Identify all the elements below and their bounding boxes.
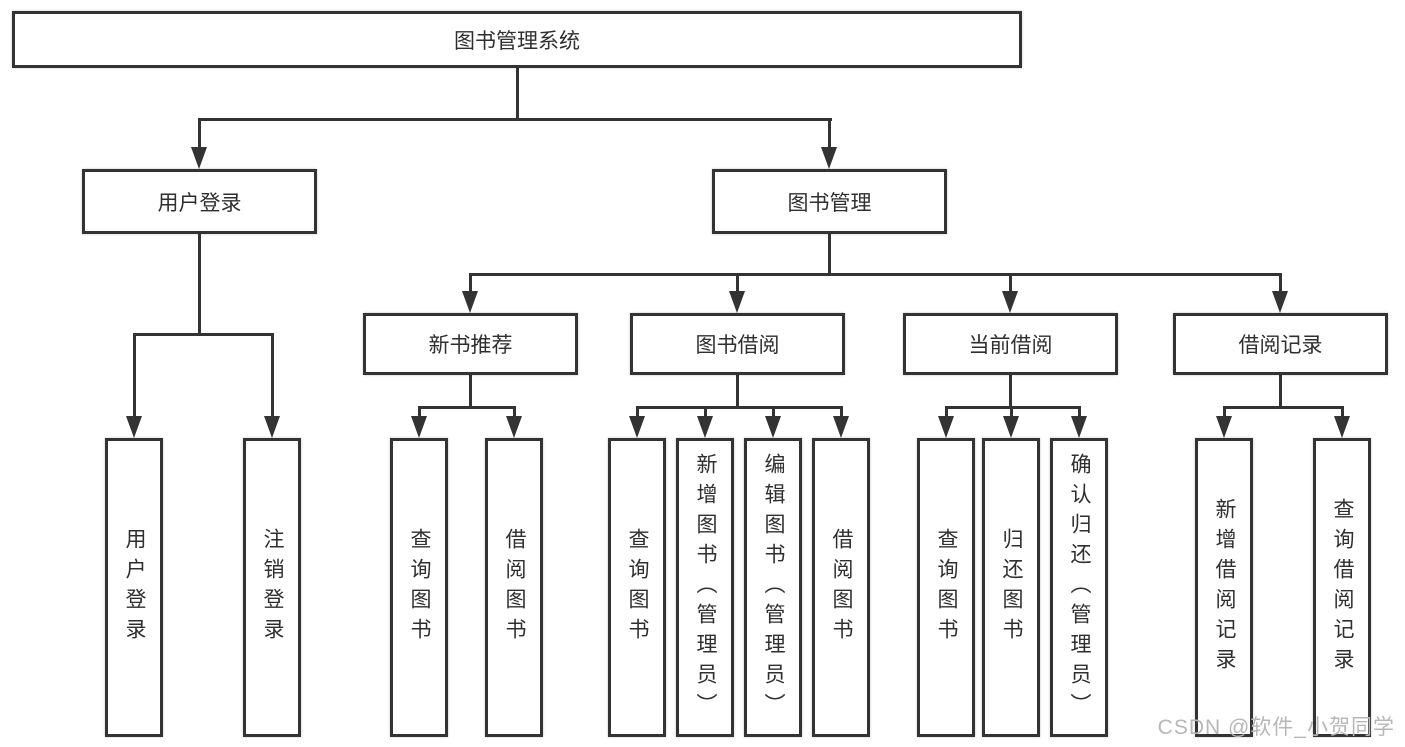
connector-login-stub [198,232,201,336]
connector-login-leaf2-drop [271,333,274,417]
watermark: CSDN @软件_小贺同学 [1157,716,1395,739]
arrow-down-icon [833,416,849,438]
arrow-down-icon [506,416,522,438]
leaf-user-login: 用户登录 [105,438,163,737]
arrow-down-icon [1216,416,1232,438]
connector-l3-drop-4 [1279,273,1282,293]
connector-sec4-leaf2-drop [1341,406,1344,418]
node-book-management-label: 图书管理 [787,191,872,215]
connector-management-stub [828,232,831,276]
leaf-borrow-books-recommend: 借阅图书 [485,438,543,737]
leaf-logout-label: 注销登录 [261,527,285,648]
connector-l3-drop-1 [469,273,472,293]
connector-root-stub [516,66,519,121]
arrow-down-icon [697,416,713,438]
leaf-borrow-books-recommend-label: 借阅图书 [503,527,527,648]
connector-sec3-leaf2-drop [1010,406,1013,418]
connector-sec4-split [1223,406,1344,409]
connector-sec4-leaf1-drop [1223,406,1226,418]
node-book-borrow-label: 图书借阅 [695,334,780,357]
arrow-down-icon [765,416,781,438]
connector-l3-drop-2 [736,273,739,293]
node-borrow-records-label: 借阅记录 [1238,334,1323,357]
connector-login-leaf1-drop [133,333,136,417]
leaf-return-book: 归还图书 [982,438,1040,737]
arrow-down-icon [1272,291,1288,313]
leaf-user-login-label: 用户登录 [123,527,147,648]
node-root-label: 图书管理系统 [454,29,580,53]
leaf-add-borrow-record-label: 新增借阅记录 [1213,497,1237,678]
connector-sec2-leaf4-drop [840,406,843,418]
leaf-add-borrow-record: 新增借阅记录 [1195,438,1253,737]
arrow-down-icon [126,416,142,438]
leaf-query-books-recommend: 查询图书 [390,438,448,737]
arrow-down-icon [629,416,645,438]
leaf-confirm-return-admin-label: 确认归还（管理员） [1068,452,1092,723]
connector-login-drop [198,118,201,149]
connector-sec2-leaf2-drop [704,406,707,418]
connector-level2-hline [198,118,832,121]
node-new-book-recommend-label: 新书推荐 [428,334,513,357]
connector-sec2-split [636,406,843,409]
connector-sec1-leaf2-drop [513,406,516,418]
connector-l3-drop-3 [1009,273,1012,293]
leaf-add-book-admin-label: 新增图书（管理员） [694,452,718,723]
connector-sec3-stub [1009,375,1012,409]
node-book-management: 图书管理 [712,169,947,234]
arrow-down-icon [1071,416,1087,438]
arrow-down-icon [1002,291,1018,313]
node-user-login-label: 用户登录 [157,191,242,215]
arrow-down-icon [1003,416,1019,438]
connector-login-split [133,333,274,336]
leaf-borrow-books: 借阅图书 [812,438,870,737]
node-new-book-recommend: 新书推荐 [363,313,578,375]
leaf-add-book-admin: 新增图书（管理员） [676,438,734,737]
arrow-down-icon [191,147,207,169]
arrow-down-icon [938,416,954,438]
node-current-borrow: 当前借阅 [903,313,1118,375]
arrow-down-icon [729,291,745,313]
connector-sec2-stub [736,375,739,409]
node-user-login: 用户登录 [82,169,317,234]
arrow-down-icon [411,416,427,438]
arrow-down-icon [1334,416,1350,438]
connector-sec3-split [945,406,1081,409]
leaf-return-book-label: 归还图书 [1000,527,1024,648]
leaf-logout: 注销登录 [243,438,301,737]
connector-sec2-leaf3-drop [772,406,775,418]
leaf-edit-book-admin: 编辑图书（管理员） [744,438,802,737]
leaf-query-borrow-record: 查询借阅记录 [1313,438,1371,737]
node-borrow-records: 借阅记录 [1173,313,1388,375]
connector-sec3-leaf1-drop [945,406,948,418]
arrow-down-icon [821,147,837,169]
connector-sec2-leaf1-drop [636,406,639,418]
connector-level3-hline [469,273,1282,276]
leaf-borrow-books-label: 借阅图书 [830,527,854,648]
arrow-down-icon [264,416,280,438]
node-current-borrow-label: 当前借阅 [968,334,1053,357]
node-root: 图书管理系统 [12,11,1022,68]
leaf-query-books-borrow: 查询图书 [608,438,666,737]
leaf-query-books-borrow-label: 查询图书 [626,527,650,648]
connector-sec1-split [418,406,516,409]
connector-management-drop [828,118,831,149]
arrow-down-icon [462,291,478,313]
leaf-query-borrow-record-label: 查询借阅记录 [1331,497,1355,678]
leaf-confirm-return-admin: 确认归还（管理员） [1050,438,1108,737]
connector-sec1-leaf1-drop [418,406,421,418]
node-book-borrow: 图书借阅 [630,313,845,375]
connector-sec1-stub [469,375,472,409]
leaf-query-books-current: 查询图书 [917,438,975,737]
leaf-query-books-recommend-label: 查询图书 [408,527,432,648]
leaf-query-books-current-label: 查询图书 [935,527,959,648]
connector-sec4-stub [1279,375,1282,409]
connector-sec3-leaf3-drop [1078,406,1081,418]
leaf-edit-book-admin-label: 编辑图书（管理员） [762,452,786,723]
